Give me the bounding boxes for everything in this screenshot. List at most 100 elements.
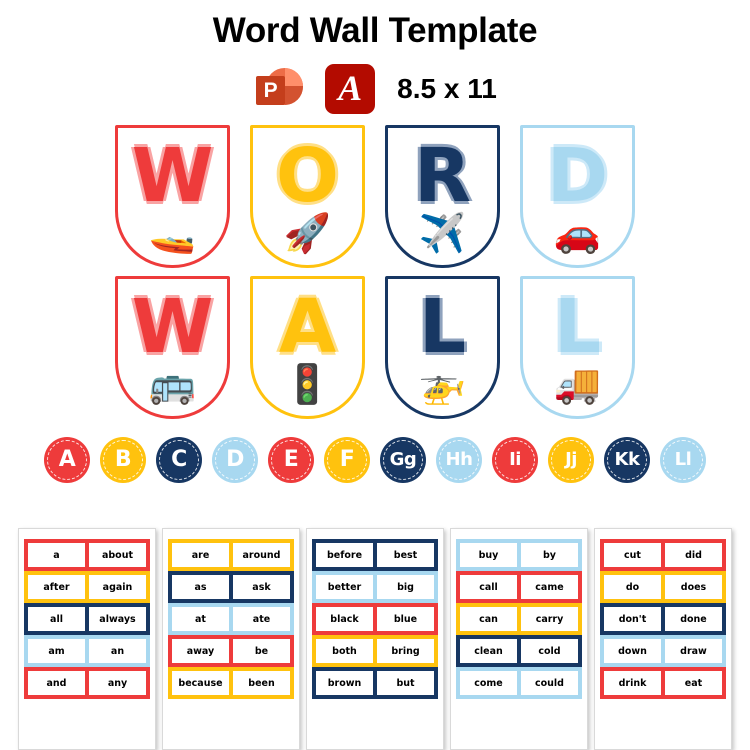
alphabet-circle-c[interactable]: C [156,436,202,483]
page-title: Word Wall Template [212,11,538,50]
word-cell: did [663,543,726,567]
word-cell: away [168,639,231,663]
alphabet-circle-label: Kk [614,448,640,470]
pdf-box [325,63,376,114]
paper-size-label: 8.5 x 11 [397,72,497,104]
word-cell: be [231,639,294,663]
alphabet-circle-hh[interactable]: Hh [436,436,482,483]
word-cell: are [168,543,231,567]
alphabet-circle-label: D [226,446,244,472]
powerpoint-icon: P [253,63,305,115]
banner-letter: D [546,132,609,219]
word-cell: ate [231,607,294,631]
rocket-icon: 🚀 [283,212,332,255]
word-cell: around [231,543,294,567]
word-cell: brown [312,671,375,695]
alphabet-circles-row: A B C D E F Gg Hh Ii Jj Kk Ll [0,436,750,483]
car-icon: 🚗 [553,212,602,255]
banner-shield-l-1-3: L🚚 [520,275,635,419]
alphabet-circle-label: E [283,446,299,472]
alphabet-circle-label: Gg [389,448,417,470]
alphabet-circle-label: Ll [674,448,692,470]
word-cell: better [312,575,375,599]
banner-area: W🚤O🚀R✈️D🚗W🚌A🚦L🚁L🚚 [0,124,750,419]
word-cell: buy [456,543,519,567]
banner-letter: R [414,132,471,219]
banner-letter: W [131,132,214,219]
banner-shield-l-1-2: L🚁 [385,275,500,419]
word-cell: down [600,639,663,663]
word-cell: call [456,575,519,599]
alphabet-circle-label: B [114,446,132,472]
word-cell: cold [519,639,582,663]
alphabet-circle-b[interactable]: B [100,436,146,483]
airplane-icon: ✈️ [418,212,467,255]
word-cell: carry [519,607,582,631]
alphabet-circle-label: C [171,446,187,472]
word-cell: at [168,607,231,631]
sailboat-icon: 🚤 [148,212,197,255]
word-cell: because [168,671,231,695]
word-cell: drink [600,671,663,695]
word-cell: before [312,543,375,567]
banner-shield-d-0-3: D🚗 [520,124,635,268]
word-cell: but [375,671,438,695]
banner-row: W🚌A🚦L🚁L🚚 [115,275,635,419]
banner-shield-o-0-1: O🚀 [250,124,365,268]
word-cell: eat [663,671,726,695]
alphabet-circle-gg[interactable]: Gg [380,436,426,483]
word-cell: best [375,543,438,567]
word-cell: big [375,575,438,599]
file-format-row: P A 8.5 x 11 [0,61,750,117]
truck-icon: 🚚 [553,363,602,406]
alphabet-circle-label: F [339,446,355,472]
word-cell: blue [375,607,438,631]
banner-letter: O [276,132,339,219]
word-cell: about [87,543,150,567]
alphabet-circle-label: A [58,446,76,472]
alphabet-circle-label: Hh [445,448,473,470]
alphabet-circle-d[interactable]: D [212,436,258,483]
word-cell: as [168,575,231,599]
banner-shield-w-1-0: W🚌 [115,275,230,419]
word-cell: both [312,639,375,663]
header: Word Wall Template P A 8.5 x 11 [0,0,750,117]
alphabet-circle-e[interactable]: E [268,436,314,483]
word-cell: clean [456,639,519,663]
pdf-glyph: A [338,67,363,108]
alphabet-circle-ii[interactable]: Ii [492,436,538,483]
word-cell: ask [231,575,294,599]
alphabet-circle-ll[interactable]: Ll [660,436,706,483]
word-cell: bring [375,639,438,663]
word-cell: draw [663,639,726,663]
alphabet-circle-label: Ii [509,448,521,470]
alphabet-circle-jj[interactable]: Jj [548,436,594,483]
bus-icon: 🚌 [148,363,197,406]
banner-shield-w-0-0: W🚤 [115,124,230,268]
powerpoint-letter: P [256,75,286,105]
alphabet-circle-f[interactable]: F [324,436,370,483]
alphabet-circle-kk[interactable]: Kk [604,436,650,483]
word-cell: can [456,607,519,631]
word-cell: does [663,575,726,599]
alphabet-circle-a[interactable]: A [44,436,90,483]
word-cell: cut [600,543,663,567]
